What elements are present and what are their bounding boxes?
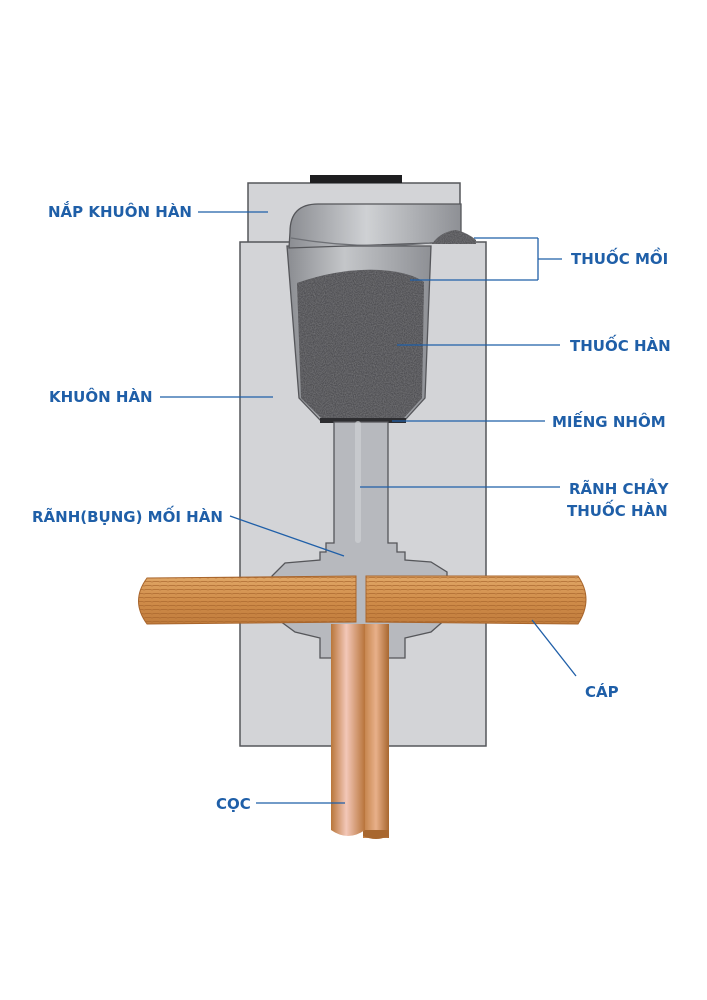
label-weld-cavity: RÃNH(BỤNG) MỐI HÀN bbox=[32, 505, 223, 526]
welding-powder bbox=[297, 269, 424, 418]
ground-rod bbox=[331, 624, 365, 836]
label-pour-channel-line1: RÃNH CHẢY bbox=[569, 477, 670, 498]
leader-lines bbox=[160, 211, 577, 804]
label-aluminum-disk: MIẾNG NHÔM bbox=[552, 410, 666, 431]
label-cable: CÁP bbox=[585, 682, 619, 701]
label-mold: KHUÔN HÀN bbox=[49, 387, 153, 406]
aluminum-disk bbox=[320, 418, 406, 423]
label-starter-powder: THUỐC MỒI bbox=[571, 246, 668, 268]
label-pour-channel-line2: THUỐC HÀN bbox=[567, 499, 668, 520]
label-lid: NẮP KHUÔN HÀN bbox=[48, 200, 192, 221]
starter-powder bbox=[432, 230, 476, 244]
ground-rod-back bbox=[363, 624, 389, 838]
lid-handle bbox=[310, 175, 402, 183]
label-ground-rod: CỌC bbox=[216, 795, 251, 813]
lid-tube bbox=[288, 203, 462, 249]
label-welding-powder: THUỐC HÀN bbox=[570, 334, 671, 355]
